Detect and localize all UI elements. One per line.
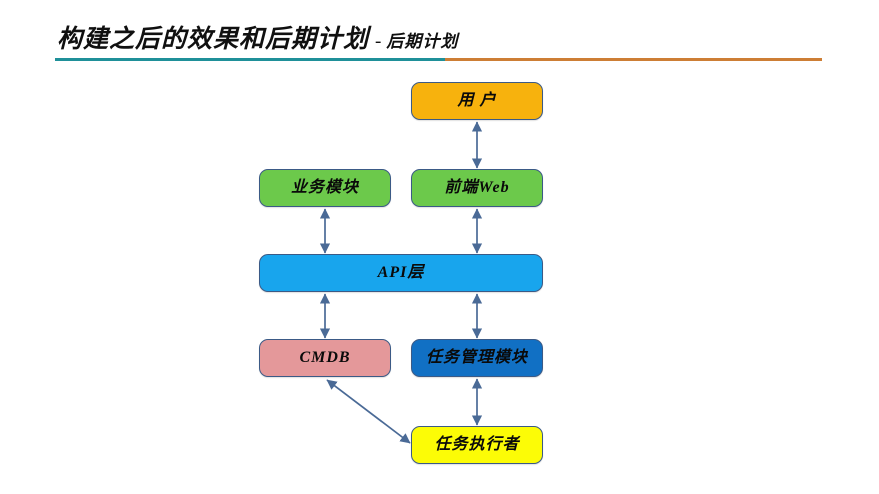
diagram-node-api[interactable]: API层 [259, 254, 543, 292]
title-rule-left [55, 58, 445, 61]
page-title-main: 构建之后的效果和后期计划 [57, 26, 370, 53]
diagram-node-cmdb[interactable]: CMDB [259, 339, 391, 377]
diagram-node-task-executor[interactable]: 任务执行者 [411, 426, 543, 464]
connector-executor-cmdb [326, 379, 411, 444]
diagram-node-task-manager-label: 任务管理模块 [425, 349, 528, 366]
diagram-node-user-label: 用 户 [457, 92, 497, 109]
diagram-node-task-executor-label: 任务执行者 [434, 436, 520, 453]
page-title: 构建之后的效果和后期计划 - 后期计划 [57, 19, 458, 55]
diagram-node-business-label: 业务模块 [290, 179, 359, 196]
page-title-subtitle: 后期计划 [386, 32, 459, 51]
diagram-node-frontend-label: 前端Web [444, 179, 510, 196]
page-title-separator: - [375, 31, 382, 52]
diagram-node-api-label: API层 [377, 264, 425, 281]
diagram-node-cmdb-label: CMDB [299, 349, 351, 366]
title-rule-right [445, 58, 822, 61]
diagram-node-frontend[interactable]: 前端Web [411, 169, 543, 207]
diagram-node-user[interactable]: 用 户 [411, 82, 543, 120]
diagram-node-task-manager[interactable]: 任务管理模块 [411, 339, 543, 377]
diagram-node-business[interactable]: 业务模块 [259, 169, 391, 207]
slide-title-block: 构建之后的效果和后期计划 - 后期计划 [0, 0, 879, 70]
